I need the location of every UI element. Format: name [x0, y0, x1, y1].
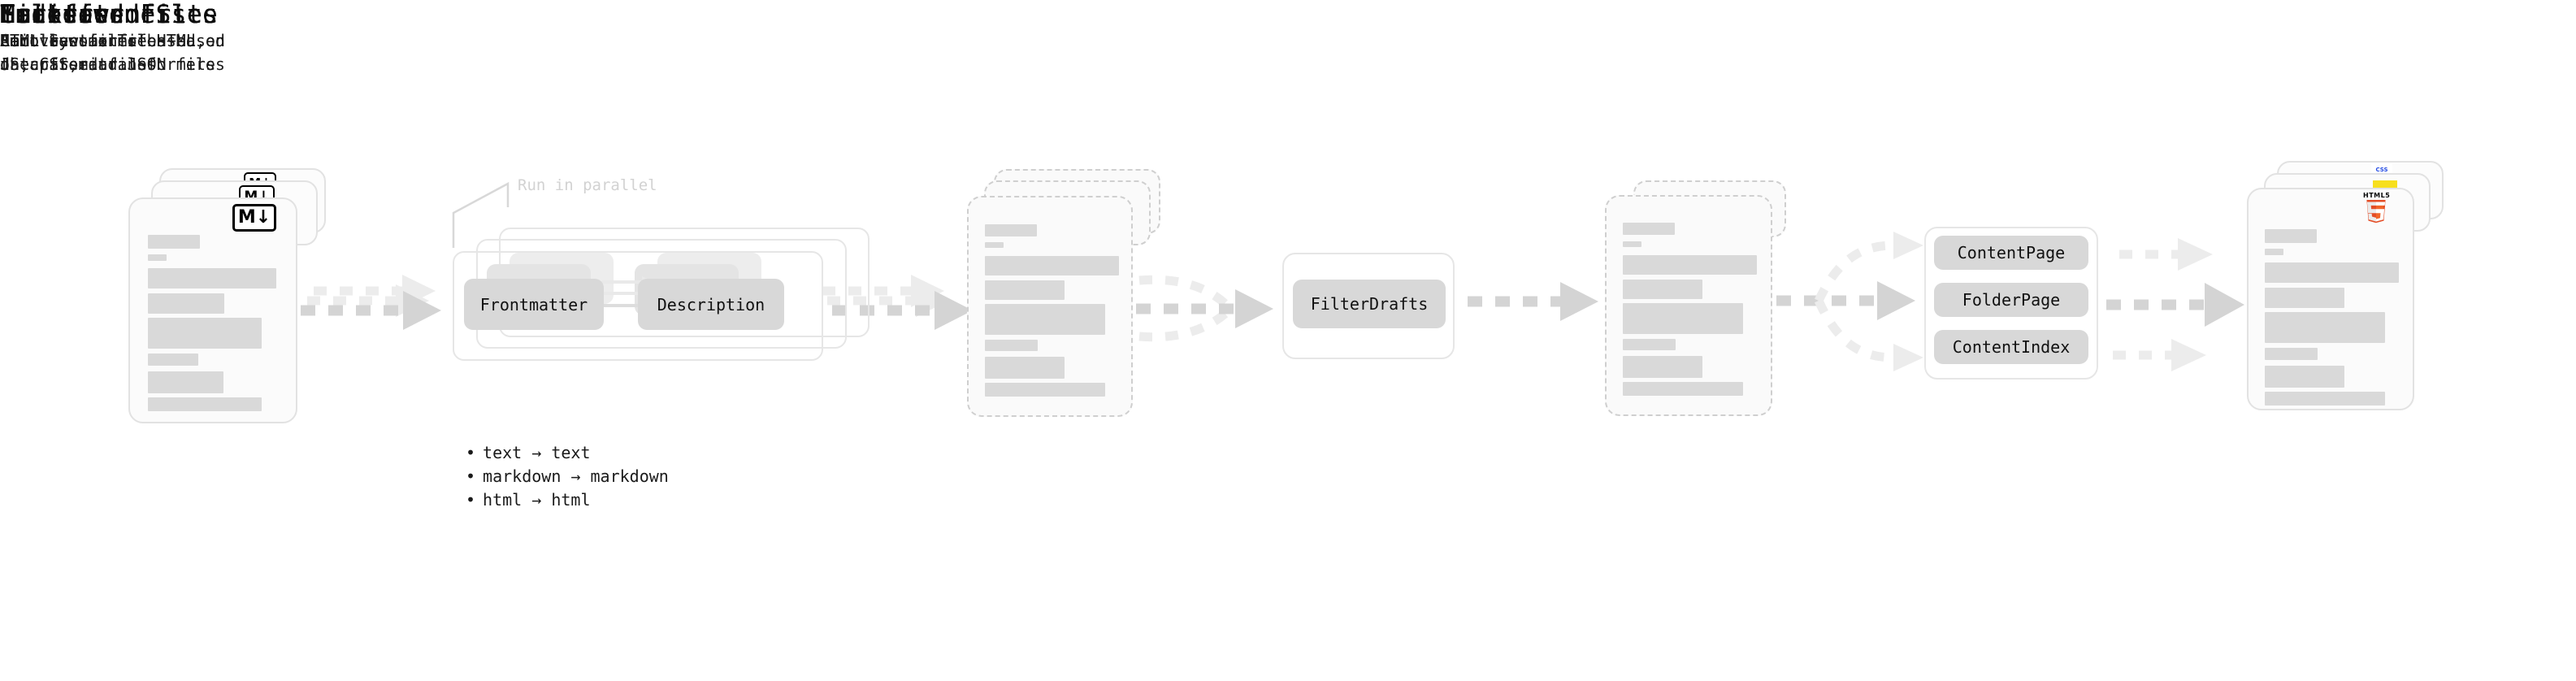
- stage-subtitle-emitters: Emit new files based on the parsed files: [0, 31, 225, 74]
- html5-icon-shield: [2366, 200, 2386, 223]
- stage-title-filters: Filters: [0, 0, 110, 29]
- transformer-group-front: [453, 251, 823, 361]
- stage-subtitle-modified-files: HTML Syntax Tree + data from transformer…: [0, 31, 215, 74]
- stage-markdown-files: M↓ M↓ M↓ Markdown Files: [0, 0, 326, 423]
- stage-transformers: Frontmatter Description Run in parallel …: [0, 0, 870, 510]
- doc-bar: [148, 293, 224, 314]
- doc-bar: [148, 397, 262, 411]
- doc-bar: [148, 354, 198, 366]
- stage-modified-files: Modified files HTML Syntax Tree + data f…: [0, 0, 1160, 417]
- emitters-chip-label: ContentIndex: [1952, 337, 2071, 357]
- doc-bar: [1623, 223, 1675, 235]
- arrow-emitters-to-site: [2106, 238, 2244, 371]
- site-card-front: [2247, 188, 2414, 410]
- stage-title-generated-site: Generated Site: [0, 0, 219, 29]
- stage-subtitle-generated-site: A collection of HTML, JS, CSS, and JSON …: [0, 31, 225, 74]
- doc-bar: [1623, 303, 1743, 334]
- doc-bar: [1623, 241, 1641, 247]
- stage-filters: FilterDrafts Filters Remove some files b…: [0, 0, 1455, 359]
- stage-emitters: ContentPage FolderPage ContentIndex Emit…: [0, 0, 2098, 380]
- transformer-chip-description[interactable]: Description: [638, 279, 784, 330]
- doc-bar: [985, 383, 1105, 397]
- filters-chip-label: FilterDrafts: [1310, 294, 1429, 314]
- doc-bar: [985, 357, 1065, 379]
- stage-title-modified-files: Modified files: [0, 0, 219, 29]
- list-item: text → text: [466, 441, 669, 465]
- emitters-chip-folderpage[interactable]: FolderPage: [1934, 283, 2088, 317]
- list-item: html → html: [466, 488, 669, 512]
- stage-title-filtered-files: Filtered files: [0, 0, 219, 29]
- doc-bar: [2265, 392, 2385, 406]
- run-in-parallel-label: Run in parallel: [518, 176, 657, 194]
- arrow-markdown-to-transformers: [301, 275, 441, 330]
- doc-bar: [148, 318, 262, 349]
- doc-bar: [148, 268, 276, 288]
- stage-generated-site: CSS HTML5: [0, 0, 2444, 410]
- doc-bar: [2265, 249, 2283, 255]
- doc-bar: [1623, 255, 1757, 275]
- filters-chip-filterdrafts[interactable]: FilterDrafts: [1293, 280, 1446, 328]
- transformers-capability-list: text → text markdown → markdown html → h…: [466, 441, 669, 512]
- list-item: markdown → markdown: [466, 465, 669, 488]
- arrow-modified-to-filters: [1136, 275, 1273, 342]
- doc-bar: [985, 256, 1119, 275]
- doc-bar: [1623, 382, 1743, 396]
- modified-card-front: [967, 196, 1133, 417]
- emitters-chip-contentpage[interactable]: ContentPage: [1934, 236, 2088, 270]
- stage-subtitle-filters: Remove some files based on criteria: [0, 31, 225, 74]
- doc-bar: [148, 235, 200, 249]
- doc-bar: [2265, 288, 2344, 308]
- doc-bar: [985, 280, 1065, 300]
- doc-bar: [1623, 280, 1702, 299]
- stage-title-emitters: Emitters: [0, 0, 125, 29]
- transformer-chip-label: Description: [657, 294, 765, 314]
- html5-icon-wordmark: HTML5: [2363, 192, 2391, 199]
- emitters-chip-contentindex[interactable]: ContentIndex: [1934, 330, 2088, 364]
- css-icon-glyph: CSS: [2375, 167, 2388, 173]
- stage-title-markdown-files: Markdown Files: [0, 0, 219, 29]
- arrow-filters-to-filtered: [1468, 282, 1598, 321]
- doc-bar: [1623, 356, 1702, 378]
- arrow-filtered-to-emitters: [1776, 232, 1923, 371]
- markdown-icon: M↓: [232, 204, 276, 232]
- transformer-chip-frontmatter[interactable]: Frontmatter: [464, 279, 604, 330]
- stage-subtitle-transformers: Can transform:: [0, 31, 137, 50]
- markdown-icon-glyph: M↓: [237, 207, 271, 228]
- emitters-chip-label: ContentPage: [1957, 243, 2066, 262]
- doc-bar: [985, 340, 1038, 351]
- html5-icon: HTML5: [2363, 192, 2391, 226]
- doc-bar: [985, 304, 1105, 335]
- doc-bar: [985, 224, 1037, 236]
- doc-bar: [2265, 262, 2399, 283]
- doc-bar: [148, 254, 167, 261]
- doc-bar: [148, 371, 223, 393]
- transformer-chip-label: Frontmatter: [479, 294, 588, 314]
- doc-bar: [2265, 366, 2344, 388]
- doc-bar: [1623, 339, 1676, 350]
- doc-bar: [985, 242, 1004, 248]
- stage-filtered-files: Filtered files: [0, 0, 1786, 416]
- markdown-card-front: [128, 197, 297, 423]
- emitters-chip-label: FolderPage: [1962, 290, 2061, 310]
- doc-bar: [2265, 229, 2317, 243]
- doc-bar: [2265, 312, 2385, 343]
- doc-bar: [2265, 348, 2318, 360]
- filtered-card-front: [1605, 195, 1772, 416]
- stage-title-transformers: Transformers: [0, 0, 187, 29]
